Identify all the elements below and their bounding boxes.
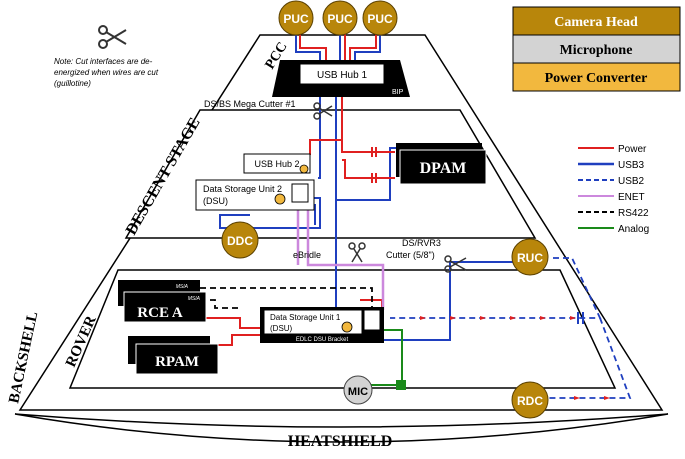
- rs422-wires: [200, 287, 373, 312]
- legend-box-camera-head: [512, 6, 681, 36]
- rdc-label: RDC: [517, 394, 543, 408]
- dsu1-puc-dot: [341, 321, 353, 333]
- analog-connector: [396, 380, 406, 390]
- puc-2: PUC: [322, 0, 358, 36]
- ddc-label: DDC: [227, 234, 253, 248]
- note-line-2: energized when wires are cut: [54, 68, 159, 77]
- ebridle-scissors-icon: [348, 242, 366, 263]
- ddc-camera: DDC: [221, 221, 259, 259]
- rdc-camera: RDC: [511, 381, 549, 419]
- legend-text-rs422: RS422: [618, 208, 649, 219]
- dsu2-puc-dot: [274, 193, 286, 205]
- legend-label-camera-head: Camera Head: [554, 15, 638, 30]
- dpam-box: [399, 149, 487, 185]
- heatshield-outline: [14, 413, 669, 443]
- legend-box-microphone: [512, 34, 681, 64]
- usb-hub-1-box: [299, 63, 385, 85]
- note-line-1: Note: Cut interfaces are de-: [54, 57, 153, 66]
- pcc-section: USB Hub 1 BIP PCC PUC PUC PUC: [263, 0, 410, 97]
- analog-wires: [370, 329, 403, 386]
- power-connectors: [371, 147, 377, 183]
- component-legend: Camera Head Microphone Power Converter: [512, 6, 681, 92]
- connector-ticks: [577, 312, 584, 324]
- note-line-3: (guillotine): [54, 79, 91, 88]
- usb-hub-2-box: [243, 153, 311, 174]
- legend-text-analog: Analog: [618, 224, 649, 235]
- puc-3-label: PUC: [367, 12, 393, 26]
- dpam-label: DPAM: [420, 160, 467, 177]
- legend-text-usb3: USB3: [618, 160, 645, 171]
- dsu2-label-line-2: (DSU): [203, 196, 228, 206]
- dsu2-label-line-1: Data Storage Unit 2: [203, 184, 282, 194]
- rce-a-box: [123, 291, 207, 323]
- rvr-cutter-label-1: DS/RVR3: [402, 238, 441, 248]
- bip-label: BIP: [392, 89, 404, 96]
- legend-label-power-converter: Power Converter: [545, 71, 648, 86]
- rvr-cutter-scissors-icon: [444, 255, 467, 273]
- legend-text-enet: ENET: [618, 192, 645, 203]
- ruc-camera: RUC: [511, 238, 549, 276]
- dsu1-label-line-2: (DSU): [270, 324, 293, 333]
- line-legend: Power USB3 USB2 ENET RS422 Analog: [578, 144, 649, 235]
- ebridle-section: eBridle DS/RVR3 Cutter (5/8"): [293, 238, 467, 273]
- rce-a-label: RCE A: [137, 305, 183, 321]
- puc-1: PUC: [278, 0, 314, 36]
- rpam-label: RPAM: [155, 354, 199, 370]
- mega-cutter-label: DS/BS Mega Cutter #1: [204, 99, 296, 109]
- bracket-label: EDLC DSU Bracket: [296, 337, 349, 343]
- dsu2-connector: [291, 183, 309, 203]
- ebridle-label: eBridle: [293, 250, 321, 260]
- ruc-label: RUC: [517, 251, 543, 265]
- mega-cutter-scissors-icon: [313, 102, 333, 120]
- puc-3: PUC: [362, 0, 398, 36]
- legend-text-usb2: USB2: [618, 176, 645, 187]
- dsu1-connector: [363, 309, 381, 331]
- usb3-main-wires: [219, 92, 530, 341]
- usb-hub-2-puc-dot: [299, 164, 309, 174]
- note-block: Note: Cut interfaces are de- energized w…: [54, 25, 159, 88]
- puc-2-label: PUC: [327, 12, 353, 26]
- scissors-icon: [98, 25, 127, 49]
- msia-label-2: MSIA: [188, 296, 201, 302]
- puc-1-label: PUC: [283, 12, 309, 26]
- rpam-box: [135, 343, 219, 375]
- mic-microphone: MIC: [343, 375, 373, 405]
- mic-label: MIC: [348, 386, 368, 398]
- usb2-arrows: [420, 316, 610, 400]
- rvr-cutter-label-2: Cutter (5/8"): [386, 250, 435, 260]
- legend-text-power: Power: [618, 144, 647, 155]
- legend-label-microphone: Microphone: [560, 43, 633, 58]
- usb-hub-2-label: USB Hub 2: [254, 159, 299, 169]
- usb-hub-1-label: USB Hub 1: [317, 70, 367, 81]
- dsu1-label-line-1: Data Storage Unit 1: [270, 313, 341, 322]
- legend-box-power-converter: [512, 62, 681, 92]
- msia-label-1: MSIA: [176, 284, 189, 290]
- heatshield-label: HEATSHIELD: [288, 433, 393, 450]
